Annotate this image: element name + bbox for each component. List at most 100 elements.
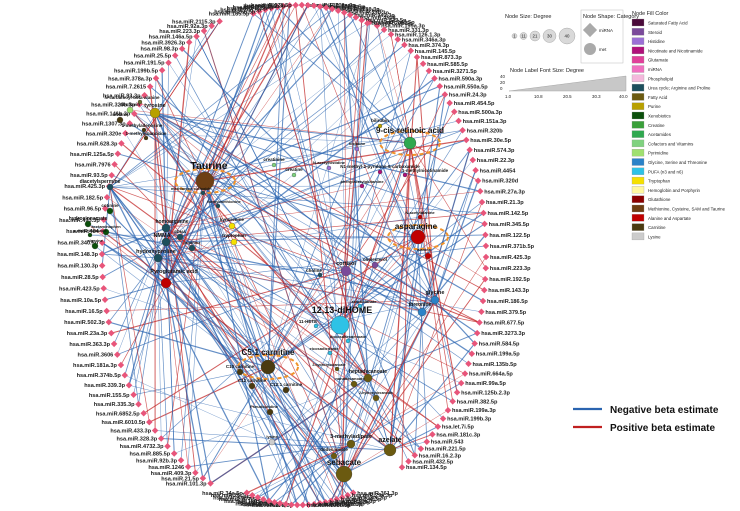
metabolite-node-phenylacetylglutamine[interactable]: phenylacetylglutamine <box>340 179 384 189</box>
metabolite-node-cotinine[interactable]: cotinine <box>101 203 119 215</box>
mirna-node-hsa-mir-584-5p[interactable]: hsa.miR.584.5p <box>471 340 520 348</box>
metabolite-node-choline[interactable]: choline <box>306 268 322 278</box>
metabolite-node-asparagine[interactable]: asparagine <box>395 222 438 245</box>
mirna-node-hsa-mir-93-3p[interactable]: hsa.miR.93.3p <box>103 92 148 99</box>
mirna-node-hsa-mir-125a-5p[interactable]: hsa.miR.125a.5p <box>70 150 122 158</box>
mirna-node-hsa-mir-27b-3p[interactable]: hsa.miR.27b.3p <box>252 501 301 509</box>
mirna-node-hsa-mir-7976[interactable]: hsa.miR.7976 <box>75 161 118 168</box>
mirna-node-hsa-mir-590a-3p[interactable]: hsa.miR.590a.3p <box>431 75 483 82</box>
metabolite-node-methionine-sulfoxide[interactable]: methionine sulfoxide <box>171 186 212 196</box>
metabolite-node-11-hete[interactable]: 11-HETE <box>299 319 319 329</box>
metabolite-node-nmma[interactable]: NMMA <box>153 233 171 247</box>
metabolite-node-c12-carnitine[interactable]: C12 carnitine <box>238 378 267 390</box>
mirna-node-hsa-mir-7-2615[interactable]: hsa.miR.7.2615 <box>106 83 154 91</box>
metabolite-node-9-cis-retinoic-acid[interactable]: 9-cis-retinoic acid <box>376 126 444 150</box>
mirna-node-hsa-mir-27a-3p[interactable]: hsa.miR.27a.3p <box>476 188 526 195</box>
mirna-node-hsa-mir-92b-3p[interactable]: hsa.miR.92b.3p <box>136 457 185 464</box>
mirna-node-hsa-mir-877-5p[interactable]: hsa.miR.877.5p <box>219 495 267 503</box>
mirna-node-hsa-mir-19a-3p[interactable]: hsa.miR.19a.3p <box>327 497 377 505</box>
mirna-node-hsa-mir-223-3p[interactable]: hsa.miR.223.3p <box>159 27 208 35</box>
metabolite-node-homoarginine[interactable]: homoarginine <box>155 219 189 233</box>
mirna-node-hsa-mir-30c-5p[interactable]: hsa.miR.30c.5p <box>338 494 388 501</box>
metabolite-node-tyrosine[interactable]: tyrosine <box>144 103 166 119</box>
metabolite-node-kynurenine[interactable]: kynurenine <box>220 217 245 230</box>
mirna-node-hsa-mir-1246[interactable]: hsa.miR.1246 <box>148 463 192 471</box>
mirna-node-hsa-mir-432-5p[interactable]: hsa.miR.432.5p <box>405 458 454 465</box>
mirna-node-hsa-mir-34a-5p[interactable]: hsa.miR.34a.5p <box>202 489 251 497</box>
mirna-node-hsa-mir-576-5p[interactable]: hsa.miR.576.5p <box>235 500 284 507</box>
mirna-node-hsa-mir-135b-5p[interactable]: hsa.miR.135b.5p <box>465 360 517 368</box>
mirna-node-hsa-mir-24-3p[interactable]: hsa.miR.24.3p <box>441 91 487 99</box>
mirna-node-hsa-mir-425-3p[interactable]: hsa.miR.425.3p <box>482 253 532 261</box>
metabolite-node-3-methyladipate[interactable]: 3-methyladipate <box>330 434 372 449</box>
mirna-node-hsa-mir-2115-3p[interactable]: hsa.miR.2115.3p <box>172 18 223 25</box>
metabolite-node-cortisol[interactable]: cortisol <box>336 261 356 277</box>
metabolite-node-1-methylguanosine[interactable]: 1-methylguanosine <box>125 131 167 141</box>
metabolite-node-uridine[interactable]: uridine <box>112 112 128 124</box>
mirna-node-hsa-mir-320e[interactable]: hsa.miR.320e <box>86 130 129 137</box>
mirna-node-hsa-mir-150-5p[interactable]: hsa.miR.150.5p <box>224 497 273 505</box>
mirna-node-hsa-mir-502-3p[interactable]: hsa.miR.502.3p <box>64 318 113 326</box>
metabolite-node-alanine[interactable]: alanine <box>417 247 432 260</box>
mirna-node-hsa-mir-3271-5p[interactable]: hsa.miR.3271.5p <box>425 67 478 75</box>
mirna-node-hsa-mir-191-5p[interactable]: hsa.miR.191.5p <box>124 59 172 67</box>
mirna-node-hsa-mir-22-3p[interactable]: hsa.miR.22.3p <box>469 156 515 164</box>
mirna-node-hsa-mir-21-3p[interactable]: hsa.miR.21.3p <box>478 198 524 206</box>
mirna-node-hsa-mir-199a-5p[interactable]: hsa.miR.199a.5p <box>468 350 521 358</box>
mirna-node-hsa-mir-423-5p[interactable]: hsa.miR.423.5p <box>59 285 107 292</box>
mirna-node-hsa-mir-146a-5p[interactable]: hsa.miR.146a.5p <box>149 33 200 40</box>
mirna-node-hsa-mir-4732-3p[interactable]: hsa.miR.4732.3p <box>120 442 171 450</box>
metabolite-node-histidine[interactable]: histidine <box>349 141 366 152</box>
metabolite-node-azelate[interactable]: azelate <box>378 437 402 457</box>
metabolite-node-glycine[interactable]: glycine <box>426 290 445 305</box>
mirna-node-hsa-mir-3606[interactable]: hsa.miR.3606 <box>78 351 121 359</box>
mirna-node-hsa-mir-585-5p[interactable]: hsa.miR.585.5p <box>419 60 469 68</box>
metabolite-node-piperine[interactable]: piperine <box>87 238 104 250</box>
mirna-node-hsa-mir-374-3p[interactable]: hsa.miR.374.3p <box>401 41 450 49</box>
mirna-node-hsa-mir-143-3p[interactable]: hsa.miR.143.3p <box>481 286 530 294</box>
mirna-node-hsa-mir-182-5p[interactable]: hsa.miR.182.5p <box>62 194 111 201</box>
mirna-node-hsa-mir-374b-5p[interactable]: hsa.miR.374b.5p <box>77 371 129 379</box>
mirna-node-hsa-mir-15b-5p[interactable]: hsa.miR.15b.5p <box>322 498 371 506</box>
metabolite-node-pyroglutamic-acid[interactable]: Pyroglutamic acid <box>150 269 198 289</box>
mirna-node-hsa-mir-500a-3p[interactable]: hsa.miR.500a.3p <box>451 108 503 116</box>
mirna-node-hsa-mir-320b[interactable]: hsa.miR.320b <box>459 127 503 134</box>
mirna-node-hsa-mir-195-5p[interactable]: hsa.miR.195.5p <box>316 500 366 507</box>
metabolite-node-1-methylnicotinamide[interactable]: 1-methylnicotinamide <box>402 168 449 178</box>
metabolite-node-dodecanoate[interactable]: dodecanoate <box>320 447 348 460</box>
mirna-node-hsa-mir-339-3p[interactable]: hsa.miR.339.3p <box>84 381 133 389</box>
mirna-node-hsa-mir-6010-5p[interactable]: hsa.miR.6010.5p <box>101 418 153 426</box>
mirna-node-hsa-mir-93-5p[interactable]: hsa.miR.93.5p <box>70 171 115 179</box>
mirna-node-hsa-mir-181a-3p[interactable]: hsa.miR.181a.3p <box>73 361 125 369</box>
mirna-node-hsa-mir-122-5p[interactable]: hsa.miR.122.5p <box>482 231 531 239</box>
mirna-node-hsa-mir-145-5p[interactable]: hsa.miR.145.5p <box>407 47 457 55</box>
mirna-node-hsa-mir-328-3p[interactable]: hsa.miR.328.3p <box>116 435 165 443</box>
mirna-node-hsa-mir-1307-3p[interactable]: hsa.miR.1307.3p <box>82 120 133 127</box>
metabolite-node-taurine[interactable]: Taurine <box>190 160 228 191</box>
mirna-node-hsa-mir-101-3p[interactable]: hsa.miR.101.3p <box>166 480 214 487</box>
mirna-node-hsa-mir-106b-3p[interactable]: hsa.miR.106b.3p <box>299 501 352 509</box>
mirna-node-hsa-mir-4454[interactable]: hsa.miR.4454 <box>472 167 516 174</box>
mirna-node-hsa-mir-664a-5p[interactable]: hsa.miR.664a.5p <box>461 370 514 378</box>
metabolite-node-arachidonate[interactable]: arachidonate <box>352 299 378 309</box>
metabolite-node-c5-1-carnitine[interactable]: C5:1 carnitine <box>242 348 295 375</box>
mirna-node-hsa-mir-574-3p[interactable]: hsa.miR.574.3p <box>466 146 515 154</box>
mirna-node-hsa-mir-98-3p[interactable]: hsa.miR.98.3p <box>140 45 186 53</box>
metabolite-node-threonine[interactable]: threonine <box>409 302 432 317</box>
mirna-node-hsa-mir-199b-3p[interactable]: hsa.miR.199b.3p <box>439 415 492 423</box>
mirna-node-hsa-mir-20b-5p[interactable]: hsa.miR.20b.5p <box>364 19 413 27</box>
mirna-node-hsa-mir-96-5p[interactable]: hsa.miR.96.5p <box>64 205 109 213</box>
metabolite-node-creatine[interactable]: creatine <box>285 167 303 178</box>
metabolite-node-c12-1-carnitine[interactable]: C12:1 carnitine <box>270 382 303 394</box>
mirna-node-hsa-mir-221-5p[interactable]: hsa.miR.221.5p <box>417 445 467 453</box>
metabolite-node-2-hydroxyoctanoate[interactable]: 2-hydroxyoctanoate <box>312 363 346 372</box>
mirna-node-hsa-mir-16-2-3p[interactable]: hsa.miR.16.2.3p <box>411 452 462 459</box>
mirna-node-hsa-mir-30e-5p[interactable]: hsa.miR.30e.5p <box>463 136 512 144</box>
metabolite-node-n1-methyl-2-pyridone-5-carboxamide[interactable]: N1-methyl-2-pyridone-5-carboxamide <box>340 164 420 175</box>
metabolite-node-sulfamethoxazole[interactable]: sulfamethoxazole <box>73 228 108 238</box>
mirna-node-hsa-mir-454-5p[interactable]: hsa.miR.454.5p <box>446 99 495 107</box>
mirna-node-hsa-mir-345-5p[interactable]: hsa.miR.345.5p <box>481 220 530 228</box>
metabolite-node-hydrocinnamate[interactable]: hydrocinnamate <box>69 216 108 228</box>
mirna-node-hsa-mir-151a-3p[interactable]: hsa.miR.151a.3p <box>455 117 507 125</box>
metabolite-node-n-acetylhistidine[interactable]: N-acetylhistidine <box>313 160 346 171</box>
